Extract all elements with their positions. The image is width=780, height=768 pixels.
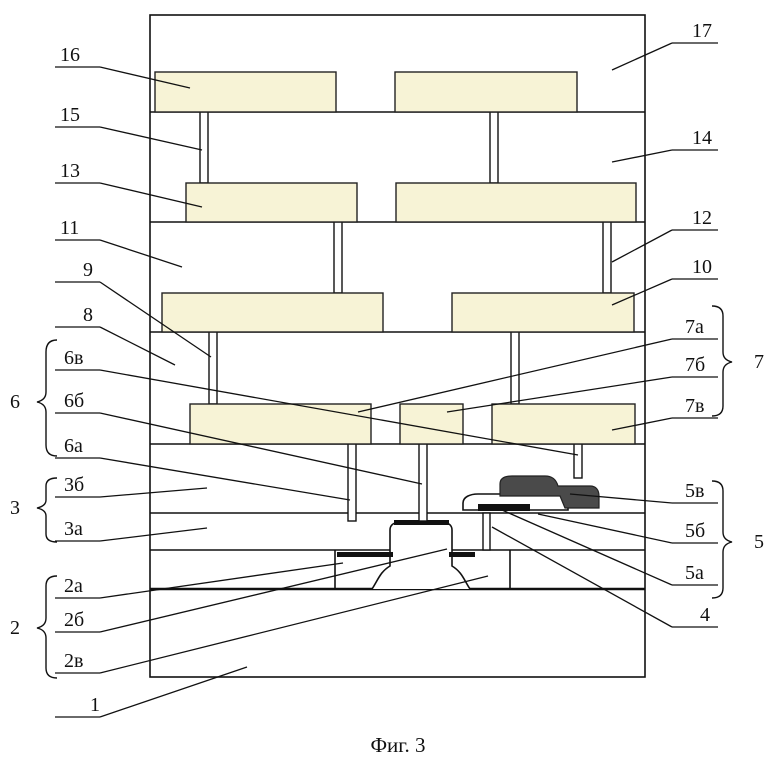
label-2: 2 <box>10 617 20 639</box>
brace-3 <box>37 478 57 542</box>
contact-4 <box>483 513 490 550</box>
contact-6a <box>348 444 356 521</box>
label-6a: 6а <box>64 435 83 457</box>
figure-caption: Фиг. 3 <box>370 733 425 757</box>
label-2v: 2в <box>64 650 83 672</box>
via-12-left <box>334 222 342 293</box>
layer-5a <box>478 504 530 511</box>
pad-13-right <box>396 183 636 222</box>
pad-16-left <box>155 72 336 112</box>
contact-6v <box>574 444 582 478</box>
pad-7v <box>492 404 635 444</box>
brace-5 <box>712 481 732 598</box>
label-1: 1 <box>90 694 100 716</box>
label-9: 9 <box>83 259 93 281</box>
brace-2 <box>37 576 57 678</box>
brace-7 <box>712 306 732 416</box>
label-15: 15 <box>60 104 80 126</box>
label-16: 16 <box>60 44 80 66</box>
labels: 16 15 13 11 9 8 6в 6б 6а 3б 3а 2а 2б 2в … <box>10 20 764 716</box>
label-5: 5 <box>754 531 764 553</box>
label-3a: 3а <box>64 518 83 540</box>
label-5v: 5в <box>685 480 704 502</box>
label-2b: 2б <box>64 609 84 631</box>
pad-10-left <box>162 293 383 332</box>
label-7: 7 <box>754 351 764 373</box>
leader-lines <box>55 43 718 717</box>
label-3b: 3б <box>64 474 84 496</box>
metal-pads <box>155 72 636 444</box>
contact-region-right <box>449 552 475 557</box>
pad-13-left <box>186 183 357 222</box>
pad-16-right <box>395 72 577 112</box>
contact-region-left <box>337 552 393 557</box>
pad-7a <box>190 404 371 444</box>
label-3: 3 <box>10 497 20 519</box>
label-7b: 7б <box>685 354 705 376</box>
label-10: 10 <box>692 256 712 278</box>
label-13: 13 <box>60 160 80 182</box>
label-7a: 7а <box>685 316 704 338</box>
label-11: 11 <box>60 217 79 239</box>
via-12-right <box>603 222 611 293</box>
label-17: 17 <box>692 20 712 42</box>
label-7v: 7в <box>685 395 704 417</box>
label-5b: 5б <box>685 520 705 542</box>
via-9-right <box>511 332 519 404</box>
label-14: 14 <box>692 127 712 149</box>
label-6: 6 <box>10 391 20 413</box>
label-5a: 5а <box>685 562 704 584</box>
label-4: 4 <box>700 604 710 626</box>
label-12: 12 <box>692 207 712 229</box>
brace-6 <box>37 340 57 456</box>
label-6b: 6б <box>64 390 84 412</box>
label-2a: 2а <box>64 575 83 597</box>
via-15-right <box>490 112 498 183</box>
via-9-left <box>209 332 217 404</box>
via-15-left <box>200 112 208 183</box>
label-6v: 6в <box>64 347 83 369</box>
label-8: 8 <box>83 304 93 326</box>
pad-10-right <box>452 293 634 332</box>
pad-7b <box>400 404 463 444</box>
contact-6b <box>419 444 427 521</box>
